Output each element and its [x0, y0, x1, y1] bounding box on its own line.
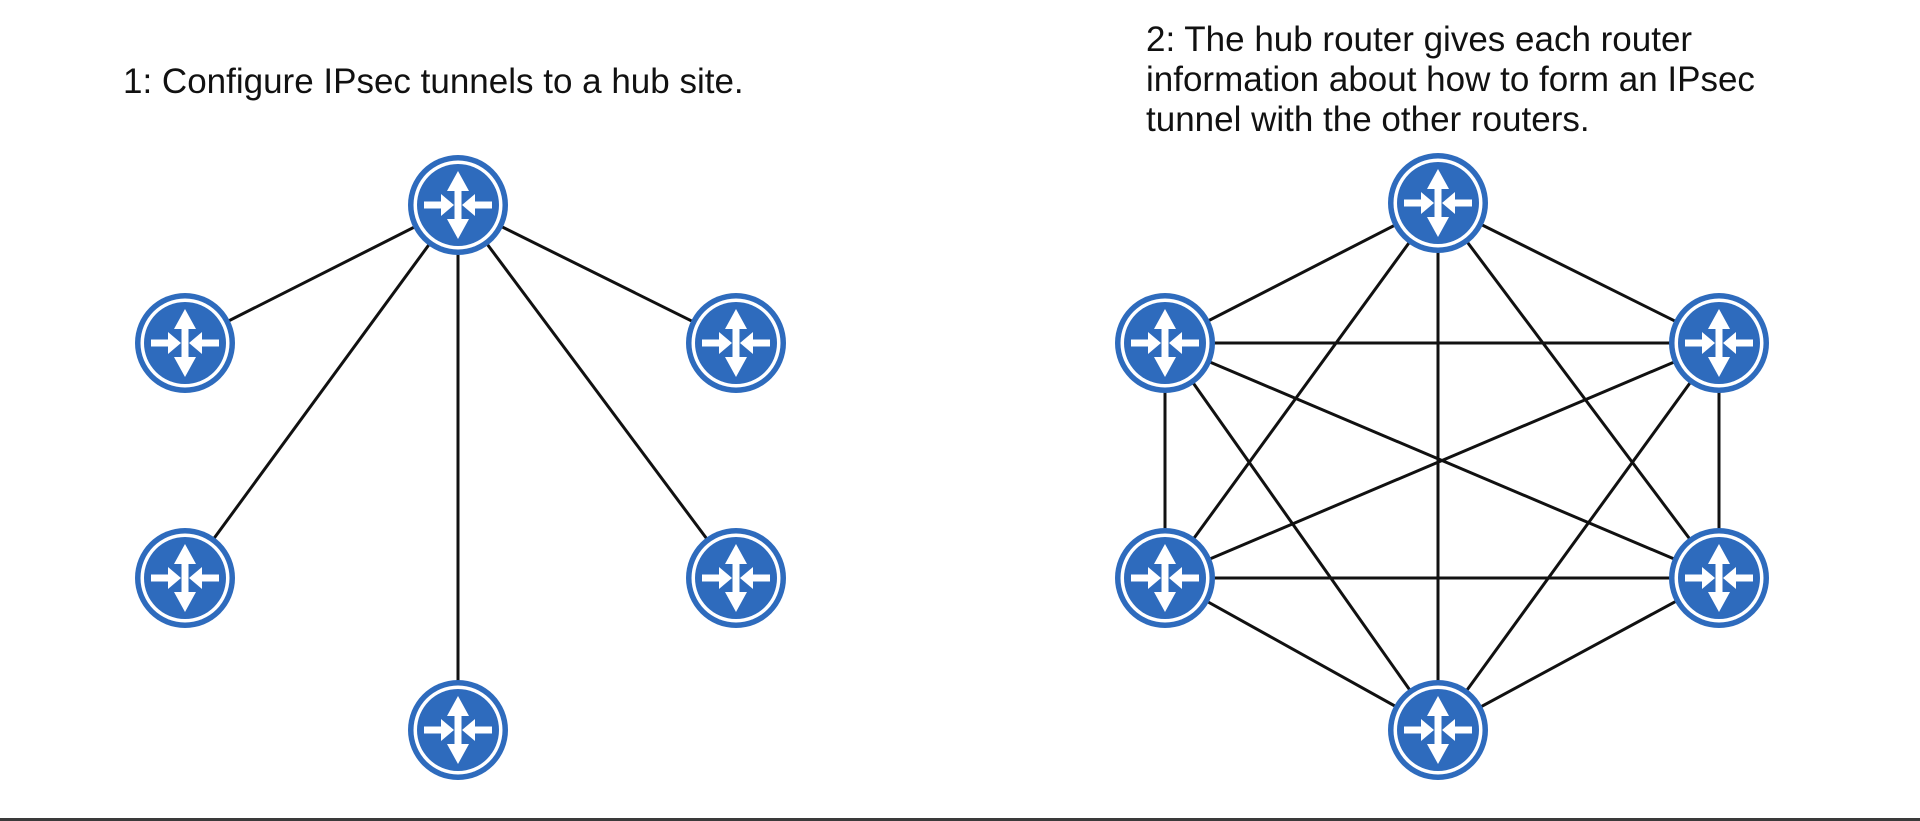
mesh-link: [1437, 576, 1720, 732]
hub-link-upper-right: [457, 203, 737, 345]
hub-link-upper-left: [184, 203, 459, 345]
hub-link-lower-right: [456, 204, 738, 579]
spoke-router-lower-right-icon: [686, 528, 786, 628]
mesh-link: [1436, 202, 1721, 579]
mesh-link: [1164, 576, 1439, 732]
hub-spoke-links: [183, 203, 738, 730]
spoke-router-bottom-icon: [408, 680, 508, 780]
full-mesh-routers: [1115, 153, 1769, 780]
spoke-router-lower-left-icon: [135, 528, 235, 628]
mesh-link: [1164, 201, 1439, 345]
mesh-link: [1163, 202, 1440, 579]
mesh-router-upper-right-icon: [1669, 293, 1769, 393]
mesh-router-bottom-icon: [1388, 680, 1488, 780]
hub-link-lower-left: [183, 204, 460, 579]
full-mesh-caption: 2: The hub router gives each router info…: [1146, 20, 1866, 140]
mesh-router-top-icon: [1388, 153, 1488, 253]
full-mesh-caption-line-3: tunnel with the other routers.: [1146, 100, 1590, 139]
spoke-router-upper-right-icon: [686, 293, 786, 393]
spoke-router-upper-left-icon: [135, 293, 235, 393]
bottom-divider: [0, 818, 1920, 821]
full-mesh-links: [1163, 201, 1721, 732]
mesh-router-upper-left-icon: [1115, 293, 1215, 393]
mesh-link: [1163, 342, 1440, 731]
mesh-link: [1437, 201, 1720, 345]
mesh-link: [1436, 342, 1721, 731]
mesh-router-lower-right-icon: [1669, 528, 1769, 628]
hub-router-icon: [408, 155, 508, 255]
hub-spoke-routers: [135, 155, 786, 780]
mesh-router-lower-left-icon: [1115, 528, 1215, 628]
full-mesh-caption-line-2: information about how to form an IPsec: [1146, 60, 1755, 99]
hub-spoke-caption: 1: Configure IPsec tunnels to a hub site…: [123, 62, 744, 101]
full-mesh-caption-line-1: 2: The hub router gives each router: [1146, 20, 1693, 59]
mesh-link: [1164, 341, 1720, 580]
